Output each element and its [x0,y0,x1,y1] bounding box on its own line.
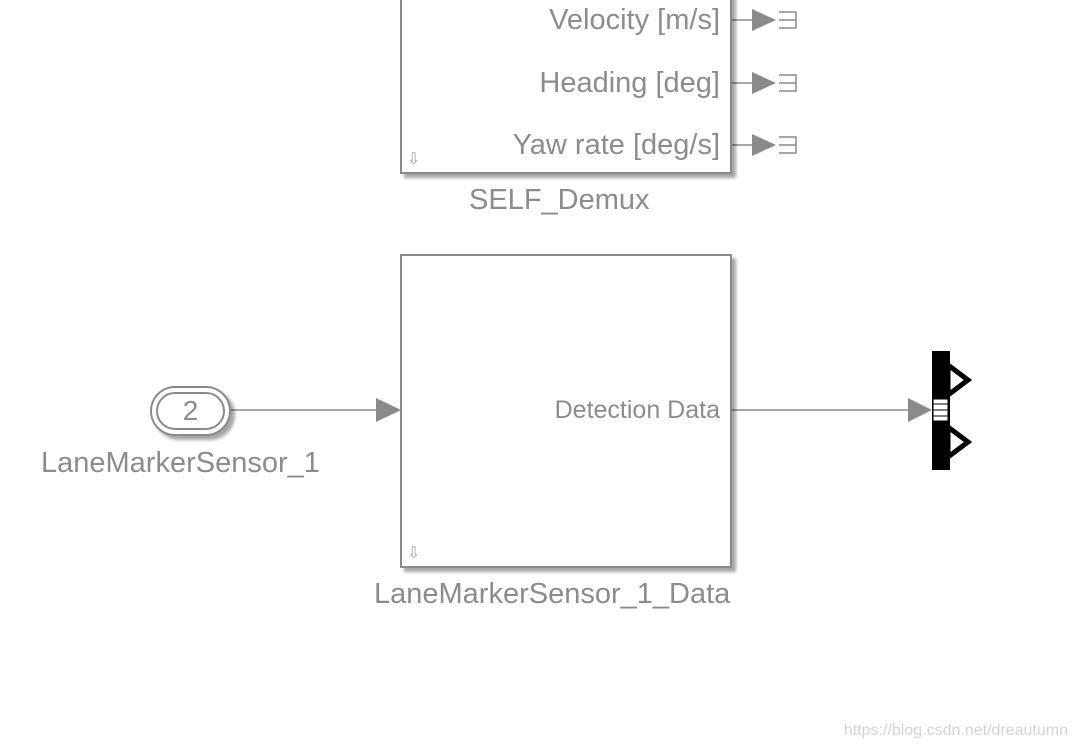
port-label-velocity: Velocity [m/s] [549,4,720,36]
arrowhead-icon [376,398,401,422]
inport-block[interactable]: 2 [150,386,231,436]
port-label-detection-data: Detection Data [554,396,720,424]
bus-output-arrow-icon [945,422,973,462]
terminator-icon[interactable] [779,136,797,154]
signal-line-heading[interactable] [732,72,776,94]
port-label-yaw-rate: Yaw rate [deg/s] [512,129,720,161]
terminator-icon[interactable] [779,11,797,29]
lane-marker-data-block[interactable]: ⇩ [400,254,732,568]
port-label-heading: Heading [deg] [539,67,720,99]
signal-line-lane-input[interactable] [231,398,401,422]
down-arrow-icon: ⇩ [407,151,421,168]
block-name-lane-marker-data: LaneMarkerSensor_1_Data [374,578,731,610]
arrowhead-icon [752,72,776,94]
arrowhead-icon [752,134,776,156]
inport-name: LaneMarkerSensor_1 [41,447,320,479]
bus-output-arrow-icon [945,360,973,400]
signal-line-detection-data[interactable] [732,398,932,422]
inport-number: 2 [156,392,225,430]
down-arrow-icon: ⇩ [407,545,421,562]
watermark: https://blog.csdn.net/dreautumn [843,722,1068,739]
block-name-self-demux: SELF_Demux [469,184,650,216]
arrowhead-icon [908,398,932,422]
self-demux-block[interactable]: ⇩ [400,0,732,174]
signal-line-yaw-rate[interactable] [732,134,776,156]
terminator-icon[interactable] [779,74,797,92]
signal-line-velocity[interactable] [732,9,776,31]
arrowhead-icon [752,9,776,31]
bus-creator-block[interactable] [932,351,973,470]
